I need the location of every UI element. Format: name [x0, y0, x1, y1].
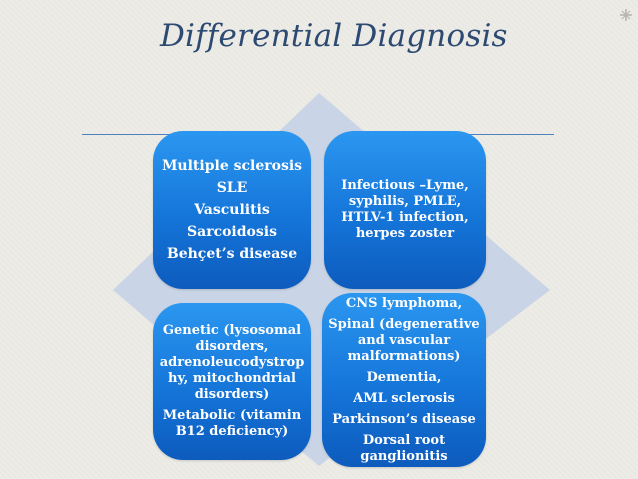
quadrant-line: Parkinson’s disease [332, 411, 476, 427]
quadrant-line: and vascular [357, 332, 451, 348]
quadrant-line: Dementia, [366, 369, 442, 385]
quadrant-bottom-left: Genetic (lysosomal disorders, adrenoleuc… [153, 303, 311, 460]
quadrant-line: CNS lymphoma, [345, 295, 463, 311]
quadrant-line: AML sclerosis [353, 390, 455, 406]
quadrant-line: hy, mitochondrial [168, 371, 296, 386]
quadrant-line: disorders, [195, 339, 269, 354]
quadrant-line: Multiple sclerosis [161, 158, 303, 174]
quadrant-line: syphilis, PMLE, [348, 194, 462, 209]
quadrant-top-left: Multiple sclerosis SLE Vasculitis Sarcoi… [153, 131, 311, 289]
quadrant-line: Behçet’s disease [166, 246, 298, 262]
quadrant-bottom-right: CNS lymphoma, Spinal (degenerative and v… [322, 293, 486, 467]
decorative-corner-mark [620, 9, 632, 21]
quadrant-line: Dorsal root [362, 432, 446, 448]
quadrant-line: ganglionitis [360, 448, 448, 464]
quadrant-line: Vasculitis [194, 202, 270, 218]
quadrant-line: Spinal (degenerative [328, 316, 480, 332]
quadrant-line: Metabolic (vitamin [162, 408, 302, 423]
title-rule-right [460, 134, 554, 135]
title-rule-left [82, 134, 182, 135]
quadrant-line: HTLV-1 infection, [341, 210, 469, 225]
quadrant-line: disorders) [194, 387, 270, 402]
quadrant-line: Infectious –Lyme, [341, 178, 469, 193]
quadrant-line: Genetic (lysosomal [162, 323, 302, 338]
quadrant-top-right: Infectious –Lyme, syphilis, PMLE, HTLV-1… [324, 131, 486, 289]
quadrant-line: Sarcoidosis [187, 224, 277, 240]
quadrant-line: malformations) [347, 348, 461, 364]
quadrant-line: adrenoleucodystrop [159, 355, 305, 370]
quadrant-line: herpes zoster [355, 226, 455, 241]
slide-title: Differential Diagnosis [160, 18, 508, 54]
quadrant-line: B12 deficiency) [175, 424, 289, 439]
quadrant-line: SLE [216, 180, 248, 196]
